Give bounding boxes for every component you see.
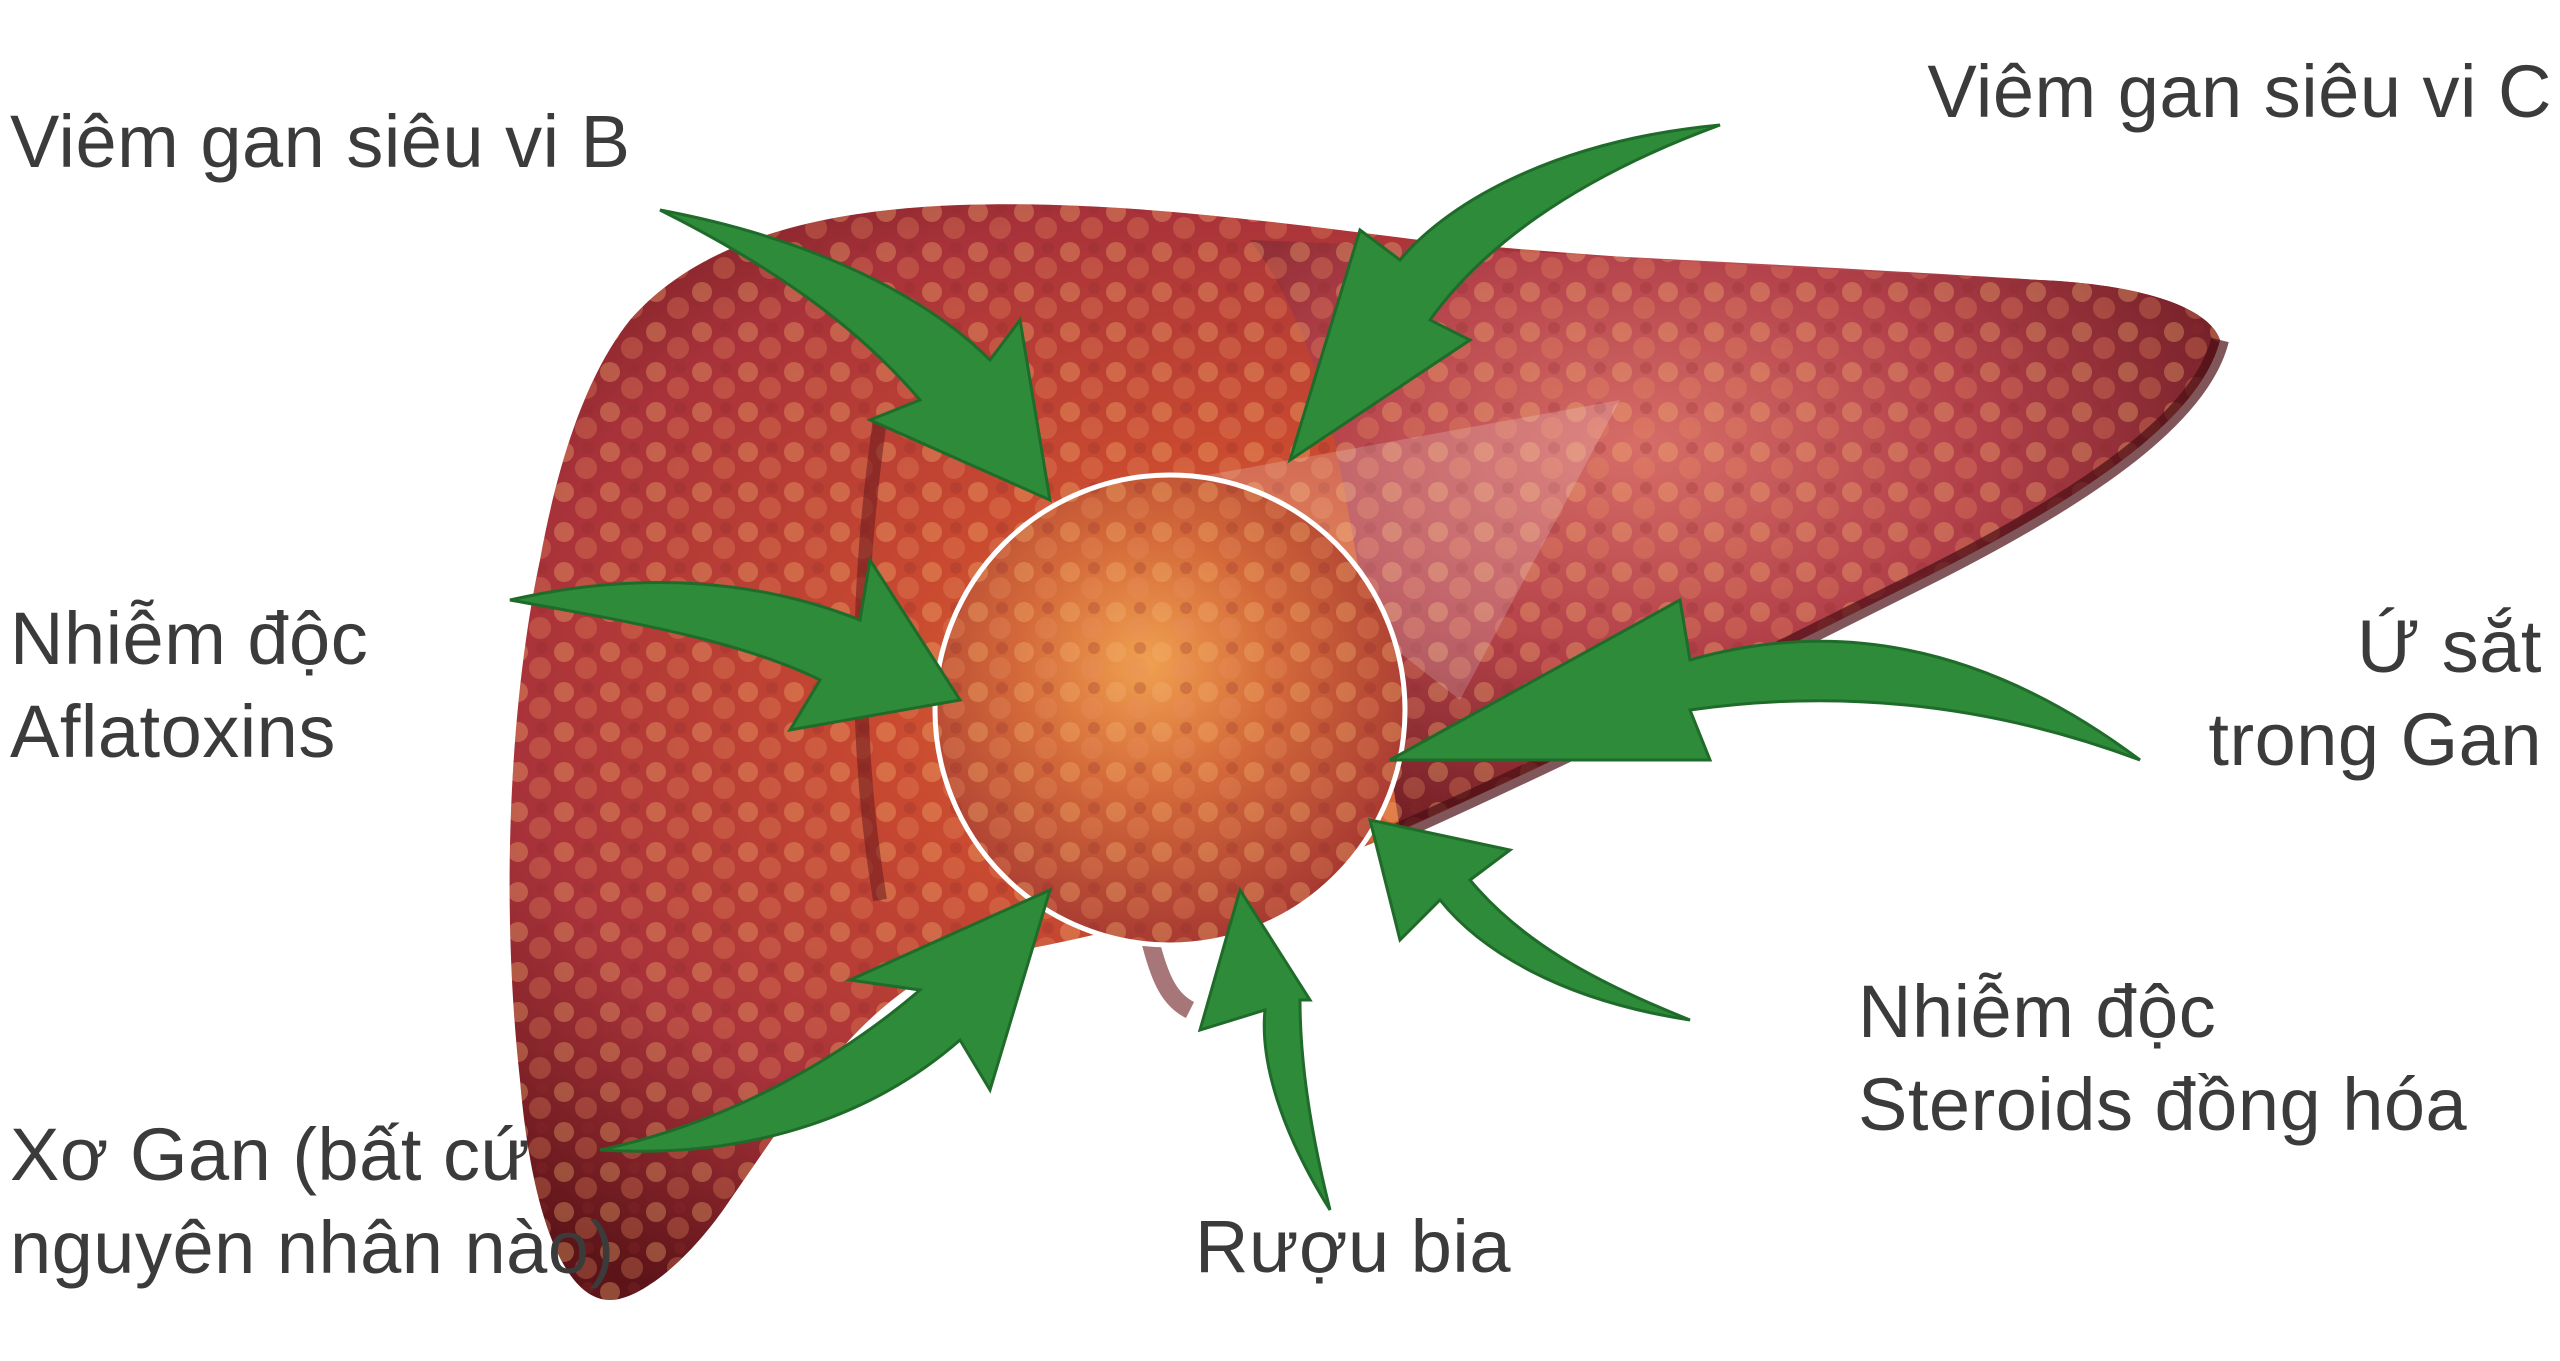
- label-steroids-line-1: Nhiễm độc: [1858, 970, 2217, 1053]
- label-hepatitis-b: Viêm gan siêu vi B: [10, 95, 631, 188]
- label-steroids-line-2: Steroids đồng hóa: [1858, 1063, 2468, 1147]
- arrow-hepatitis-c-icon: [1287, 123, 1721, 464]
- label-aflatoxins-line-2: Aflatoxins: [10, 690, 336, 774]
- label-iron-line-2: trong Gan: [2208, 698, 2542, 782]
- arrow-aflatoxins-icon: [509, 555, 963, 733]
- arrow-alcohol-icon: [1197, 886, 1332, 1211]
- label-hepatitis-b-text: Viêm gan siêu vi B: [10, 100, 631, 183]
- label-iron-line-1: Ứ sắt: [2357, 605, 2542, 688]
- label-iron: Ứ sắt trong Gan: [2208, 600, 2542, 786]
- arrow-hepatitis-b-icon: [659, 208, 1052, 503]
- label-cirrhosis-line-2: nguyên nhân nào): [10, 1206, 615, 1290]
- arrow-steroids-icon: [1367, 818, 1691, 1022]
- label-aflatoxins: Nhiễm độc Aflatoxins: [10, 592, 368, 778]
- magnifier-circle-icon: [932, 472, 1408, 948]
- label-aflatoxins-line-1: Nhiễm độc: [10, 597, 369, 680]
- label-alcohol-text: Rượu bia: [1195, 1205, 1511, 1288]
- label-hepatitis-c: Viêm gan siêu vi C: [1927, 45, 2552, 138]
- label-alcohol: Rượu bia: [1195, 1200, 1511, 1293]
- label-hepatitis-c-text: Viêm gan siêu vi C: [1927, 50, 2552, 133]
- arrow-cirrhosis-icon: [599, 887, 1053, 1153]
- label-cirrhosis: Xơ Gan (bất cứ nguyên nhân nào): [10, 1108, 615, 1294]
- label-steroids: Nhiễm độc Steroids đồng hóa: [1858, 965, 2467, 1151]
- label-cirrhosis-line-1: Xơ Gan (bất cứ: [10, 1113, 531, 1196]
- arrow-iron-icon: [1389, 597, 2141, 762]
